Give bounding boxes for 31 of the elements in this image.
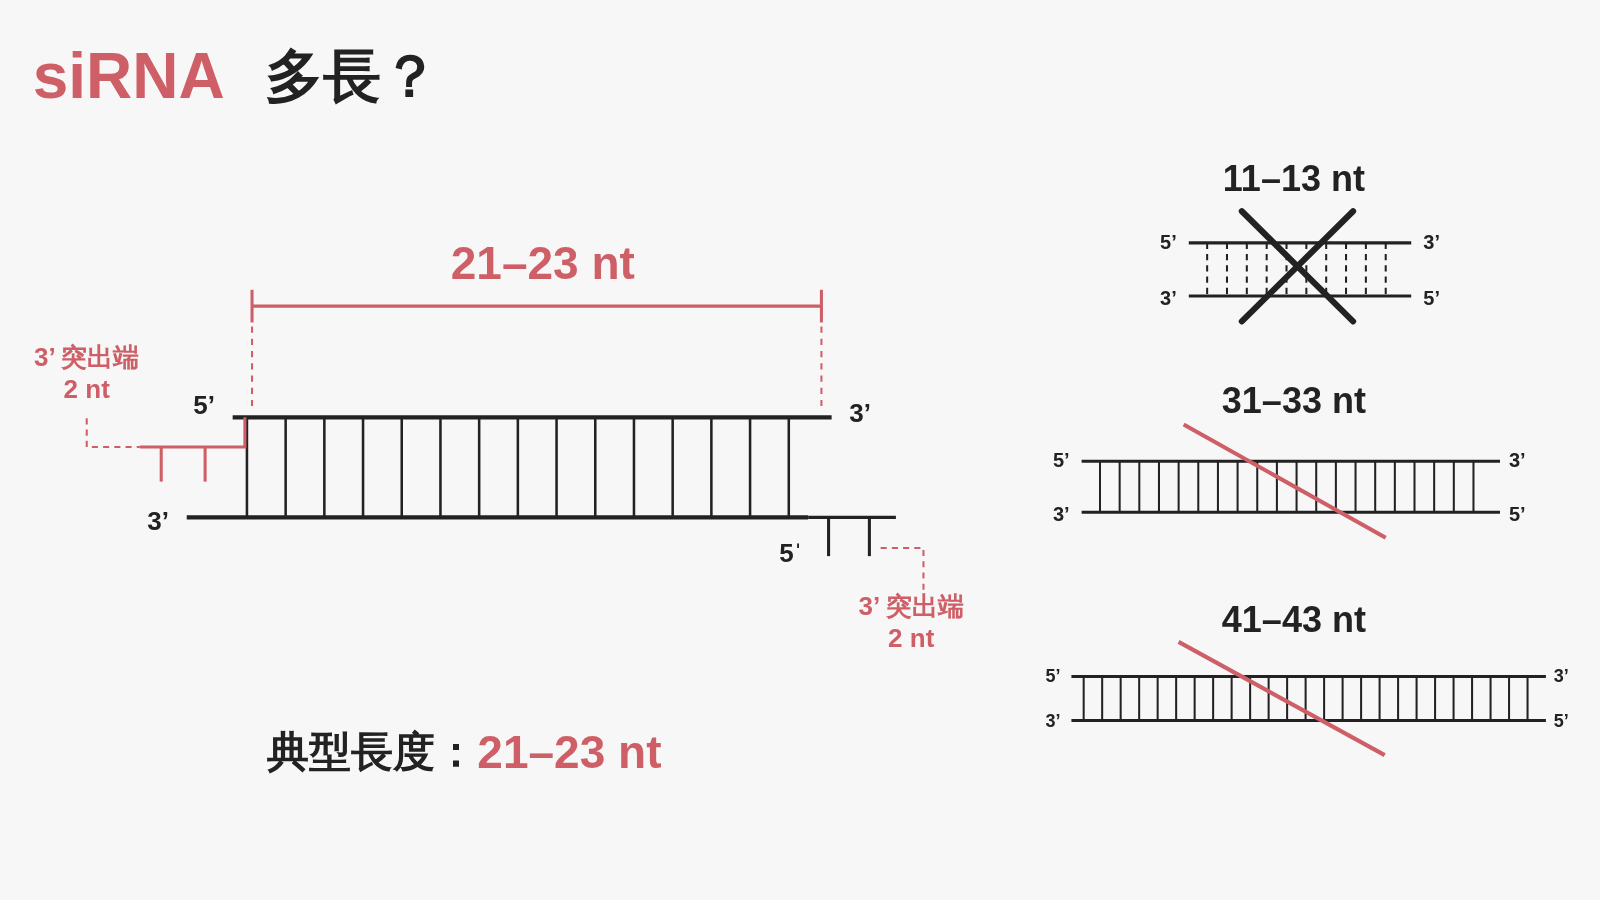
strand-end-label: 5’	[1509, 504, 1526, 525]
strand-end-label: 5’	[1045, 666, 1061, 685]
length-heading: 31–33 nt	[1221, 383, 1366, 419]
callout-line: 2 nt	[63, 373, 110, 406]
callout-line: 3’ 突出端	[34, 340, 140, 374]
strand-end-label: 3’	[1509, 450, 1526, 471]
strand-end-label: 3’	[1052, 504, 1070, 525]
strand-end-label: 5ˈ	[779, 540, 803, 567]
strand-end-label: 5’	[1160, 231, 1177, 252]
length-heading: 41–43 nt	[1221, 602, 1366, 639]
dimension-label: 21–23 nt	[450, 240, 635, 287]
title-text: 多長？	[265, 46, 440, 105]
callout-line: 3’ 突出端	[858, 589, 964, 623]
strand-end-label: 5’	[1423, 287, 1440, 308]
strand-end-label: 5’	[1553, 712, 1569, 731]
callout-line: 2 nt	[888, 622, 935, 655]
strand-end-label: 3’	[1160, 287, 1177, 308]
leader-line	[85, 418, 140, 448]
strand-end-label: 5’	[1052, 450, 1070, 471]
strand-end-label: 3’	[1423, 231, 1440, 252]
overhang-strand	[808, 515, 896, 557]
title-text: siRNA	[32, 43, 225, 108]
length-heading: 11–13 nt	[1222, 160, 1365, 197]
summary-text: 典型長度：	[267, 731, 478, 774]
strand-end-label: 3’	[1045, 712, 1061, 731]
overhang-strand	[139, 417, 247, 482]
strand-end-label: 3’	[1553, 666, 1569, 685]
strand-end-label: 3’	[147, 508, 169, 535]
summary-value: 21–23 nt	[477, 729, 662, 776]
strand-end-label: 5’	[193, 392, 215, 419]
strand-end-label: 3’	[849, 400, 872, 427]
